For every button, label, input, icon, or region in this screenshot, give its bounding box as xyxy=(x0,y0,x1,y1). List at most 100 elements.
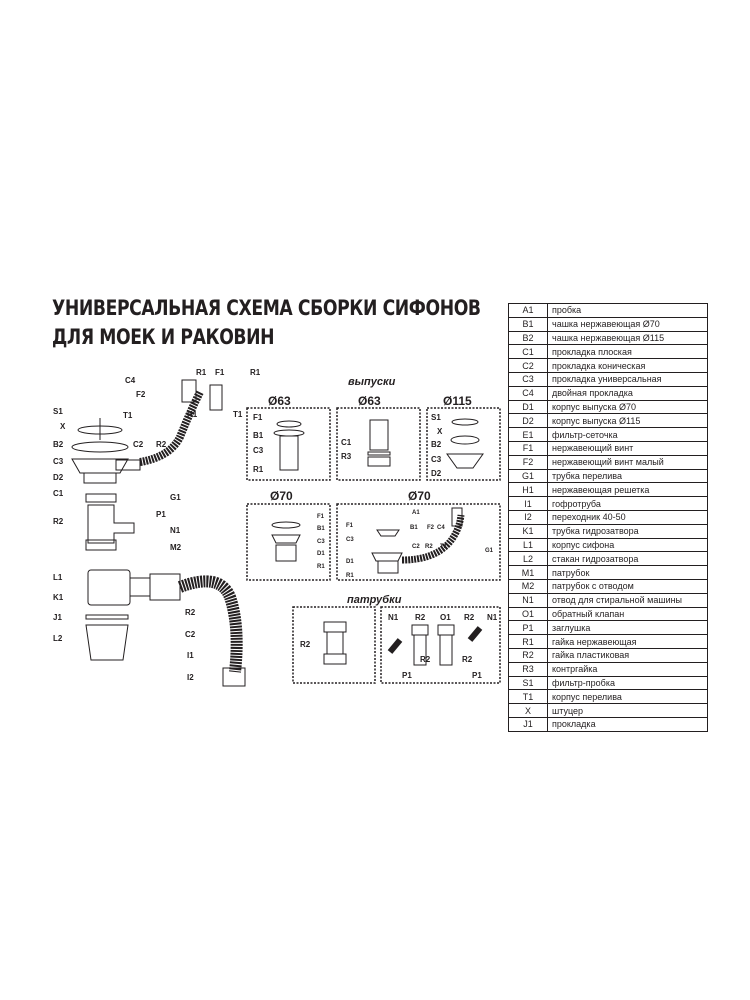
outlet-diameter: Ø115 xyxy=(443,394,472,408)
callout-label: C4 xyxy=(437,525,445,531)
callout-label: F1 xyxy=(215,368,225,377)
outlet-boxes xyxy=(246,407,501,684)
callout-label: R2 xyxy=(185,608,196,617)
callout-label: R1 xyxy=(346,573,354,579)
callout-label: R2 xyxy=(53,517,64,526)
part-name: контргайка xyxy=(547,661,708,677)
part-name: отвод для стиральной машины xyxy=(547,592,708,608)
part-name: трубка гидрозатвора xyxy=(547,523,708,539)
callout-label: C2 xyxy=(412,544,420,550)
part-name: патрубок xyxy=(547,565,708,580)
outlet-box-70a xyxy=(246,503,331,581)
part-code: R2 xyxy=(508,647,548,663)
part-name: корпус выпуска Ø70 xyxy=(547,399,708,415)
callout-label: N1 xyxy=(170,526,181,535)
callout-label: T1 xyxy=(233,410,243,419)
callout-label: R1 xyxy=(253,465,264,474)
callout-label: D2 xyxy=(431,469,442,478)
callout-label: R3 xyxy=(341,452,352,461)
page-title-line-1: УНИВЕРСАЛЬНАЯ СХЕМА СБОРКИ СИФОНОВ xyxy=(52,296,481,320)
part-code: C2 xyxy=(508,358,548,373)
callout-label: R1 xyxy=(196,368,207,377)
fitting-box-2 xyxy=(380,606,501,684)
part-code: F1 xyxy=(508,440,548,456)
part-code: C4 xyxy=(508,385,548,401)
callout-label: C2 xyxy=(133,440,144,449)
outlet-diameter: Ø63 xyxy=(358,394,381,408)
fitting-box-1 xyxy=(292,606,376,684)
callout-label: I1 xyxy=(187,651,194,660)
part-code: E1 xyxy=(508,427,548,442)
callout-label: P1 xyxy=(402,671,412,680)
callout-label: T1 xyxy=(123,411,133,420)
callout-label: B1 xyxy=(410,525,418,531)
part-name: заглушка xyxy=(547,620,708,636)
part-name: обратный клапан xyxy=(547,606,708,622)
callout-label: B1 xyxy=(253,431,264,440)
callout-label: C4 xyxy=(125,376,136,385)
part-name: корпус сифона xyxy=(547,537,708,553)
callout-label: M2 xyxy=(170,543,182,552)
callout-label: X xyxy=(437,427,443,436)
callout-label: F1 xyxy=(346,523,354,529)
callout-label: L1 xyxy=(53,573,63,582)
callout-label: L2 xyxy=(53,634,63,643)
part-code: D2 xyxy=(508,413,548,429)
part-name: штуцер xyxy=(547,703,708,718)
part-code: X xyxy=(508,703,548,718)
part-code: B2 xyxy=(508,330,548,346)
part-name: фильтр-пробка xyxy=(547,675,708,691)
callout-label: R2 xyxy=(462,655,473,664)
outlet-box-63a xyxy=(246,407,331,481)
fittings-section-label: патрубки xyxy=(347,594,402,606)
callout-label: G1 xyxy=(170,493,181,502)
part-code: L1 xyxy=(508,537,548,553)
callout-label: I2 xyxy=(187,673,194,682)
part-code: T1 xyxy=(508,689,548,705)
part-code: B1 xyxy=(508,316,548,332)
part-code: I2 xyxy=(508,509,548,525)
outlet-diameter: Ø63 xyxy=(268,394,291,408)
callout-label: C3 xyxy=(253,446,264,455)
part-code: C1 xyxy=(508,344,548,360)
callout-label: D2 xyxy=(53,473,64,482)
part-code: G1 xyxy=(508,468,548,484)
part-name: корпус перелива xyxy=(547,689,708,705)
outlet-part-drawings xyxy=(271,418,484,574)
part-code: R3 xyxy=(508,661,548,677)
callout-label: D1 xyxy=(317,551,325,557)
part-name: переходник 40-50 xyxy=(547,509,708,525)
part-name: нержавеющий винт малый xyxy=(547,454,708,470)
part-name: прокладка универсальная xyxy=(547,371,708,387)
part-name: нержавеющая решетка xyxy=(547,482,708,498)
callout-label: C1 xyxy=(53,489,64,498)
callout-label: C3 xyxy=(317,539,325,545)
part-code: A1 xyxy=(508,303,548,318)
part-name: стакан гидрозатвора xyxy=(547,551,708,567)
callout-label: J1 xyxy=(53,613,62,622)
part-code: O1 xyxy=(508,606,548,622)
part-name: прокладка плоская xyxy=(547,344,708,360)
